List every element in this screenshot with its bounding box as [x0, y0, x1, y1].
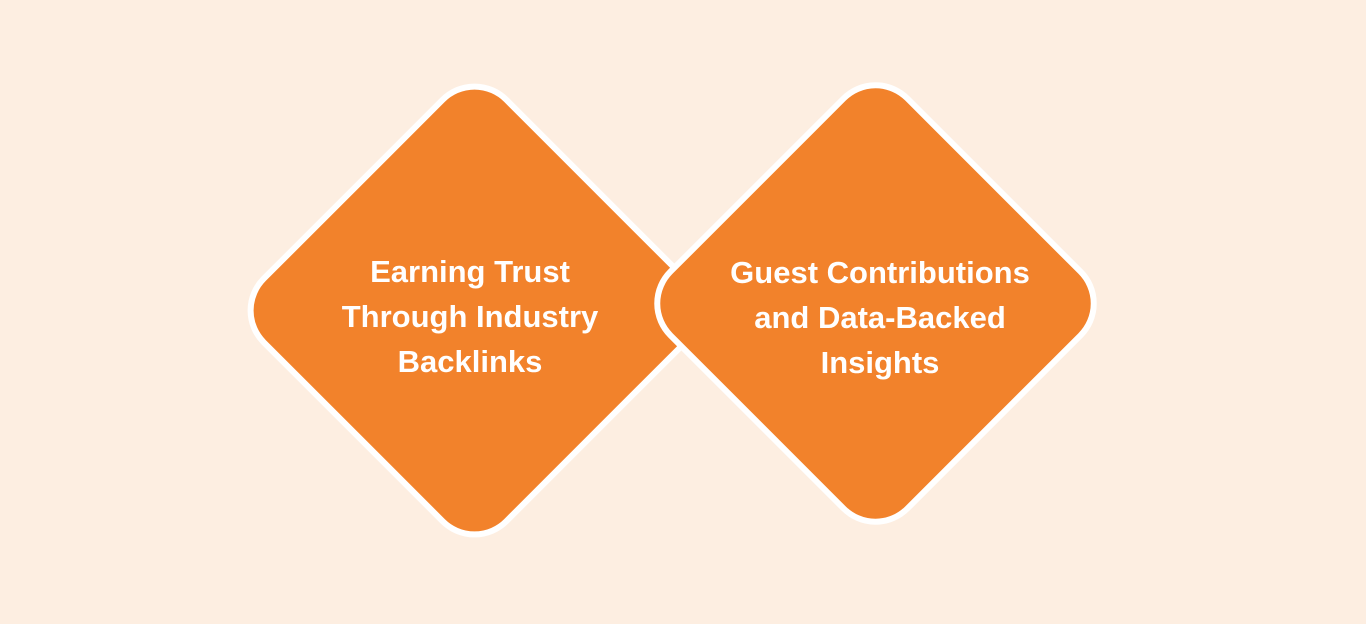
label-line: Earning Trust: [370, 254, 570, 289]
label-line: and Data-Backed: [754, 300, 1006, 335]
label-line: Insights: [820, 345, 940, 380]
label-line: Backlinks: [397, 344, 543, 379]
diamond-guest-contributions-label: Guest Contributions and Data-Backed Insi…: [690, 250, 1070, 385]
label-line: Guest Contributions: [730, 255, 1030, 290]
diamond-earning-trust-label: Earning Trust Through Industry Backlinks: [280, 249, 660, 384]
label-line: Through Industry: [341, 299, 599, 334]
